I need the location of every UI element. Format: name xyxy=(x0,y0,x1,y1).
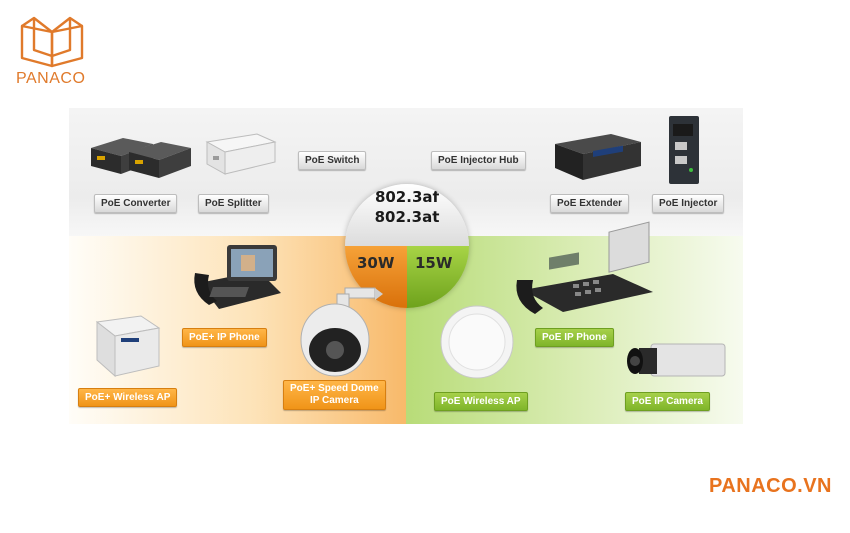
poe-splitter-label: PoE Splitter xyxy=(198,194,269,213)
poe-plus-speed-dome-label: PoE+ Speed Dome IP Camera xyxy=(283,380,386,410)
poe-switch-label: PoE Switch xyxy=(298,151,367,170)
poe-plus-wireless-ap-image xyxy=(95,315,161,378)
poe-extender-image xyxy=(555,134,641,180)
poe-ip-phone-label: PoE IP Phone xyxy=(535,328,614,347)
poe-plus-power: 30W xyxy=(357,254,395,272)
poe-diagram: PoE Converter PoE Splitter PoE Switch Po… xyxy=(69,108,743,424)
poe-ip-phone-image xyxy=(516,221,653,314)
poe-converter-label: PoE Converter xyxy=(94,194,178,213)
logo-text: PANACO xyxy=(16,70,86,87)
speed-dome-line-2: IP Camera xyxy=(309,395,359,406)
poe-ip-camera-label: PoE IP Camera xyxy=(625,392,710,411)
standard-circle: 802.3af 802.3at 30W 15W xyxy=(345,184,469,308)
poe-plus-ip-phone-label: PoE+ IP Phone xyxy=(182,328,267,347)
poe-injector-hub-label: PoE Injector Hub xyxy=(431,151,526,170)
speed-dome-line-1: PoE+ Speed Dome xyxy=(290,383,379,394)
site-url[interactable]: PANACO.VN xyxy=(708,475,832,497)
book-logo-icon xyxy=(20,16,84,68)
poe-converter-image xyxy=(91,138,191,178)
poe-ip-camera-image xyxy=(627,343,726,377)
standard-802-3at: 802.3at xyxy=(374,208,440,226)
poe-power: 15W xyxy=(415,254,453,272)
poe-plus-ip-phone-image xyxy=(194,245,281,309)
standard-802-3af: 802.3af xyxy=(374,188,440,206)
poe-splitter-image xyxy=(205,133,277,175)
poe-injector-image xyxy=(669,116,699,184)
poe-wireless-ap-image xyxy=(440,305,514,379)
poe-wireless-ap-label: PoE Wireless AP xyxy=(434,392,528,411)
poe-plus-speed-dome-image xyxy=(300,287,383,377)
panaco-logo[interactable]: PANACO xyxy=(12,12,92,87)
poe-injector-label: PoE Injector xyxy=(652,194,725,213)
poe-plus-wireless-ap-label: PoE+ Wireless AP xyxy=(78,388,178,407)
poe-extender-label: PoE Extender xyxy=(550,194,630,213)
